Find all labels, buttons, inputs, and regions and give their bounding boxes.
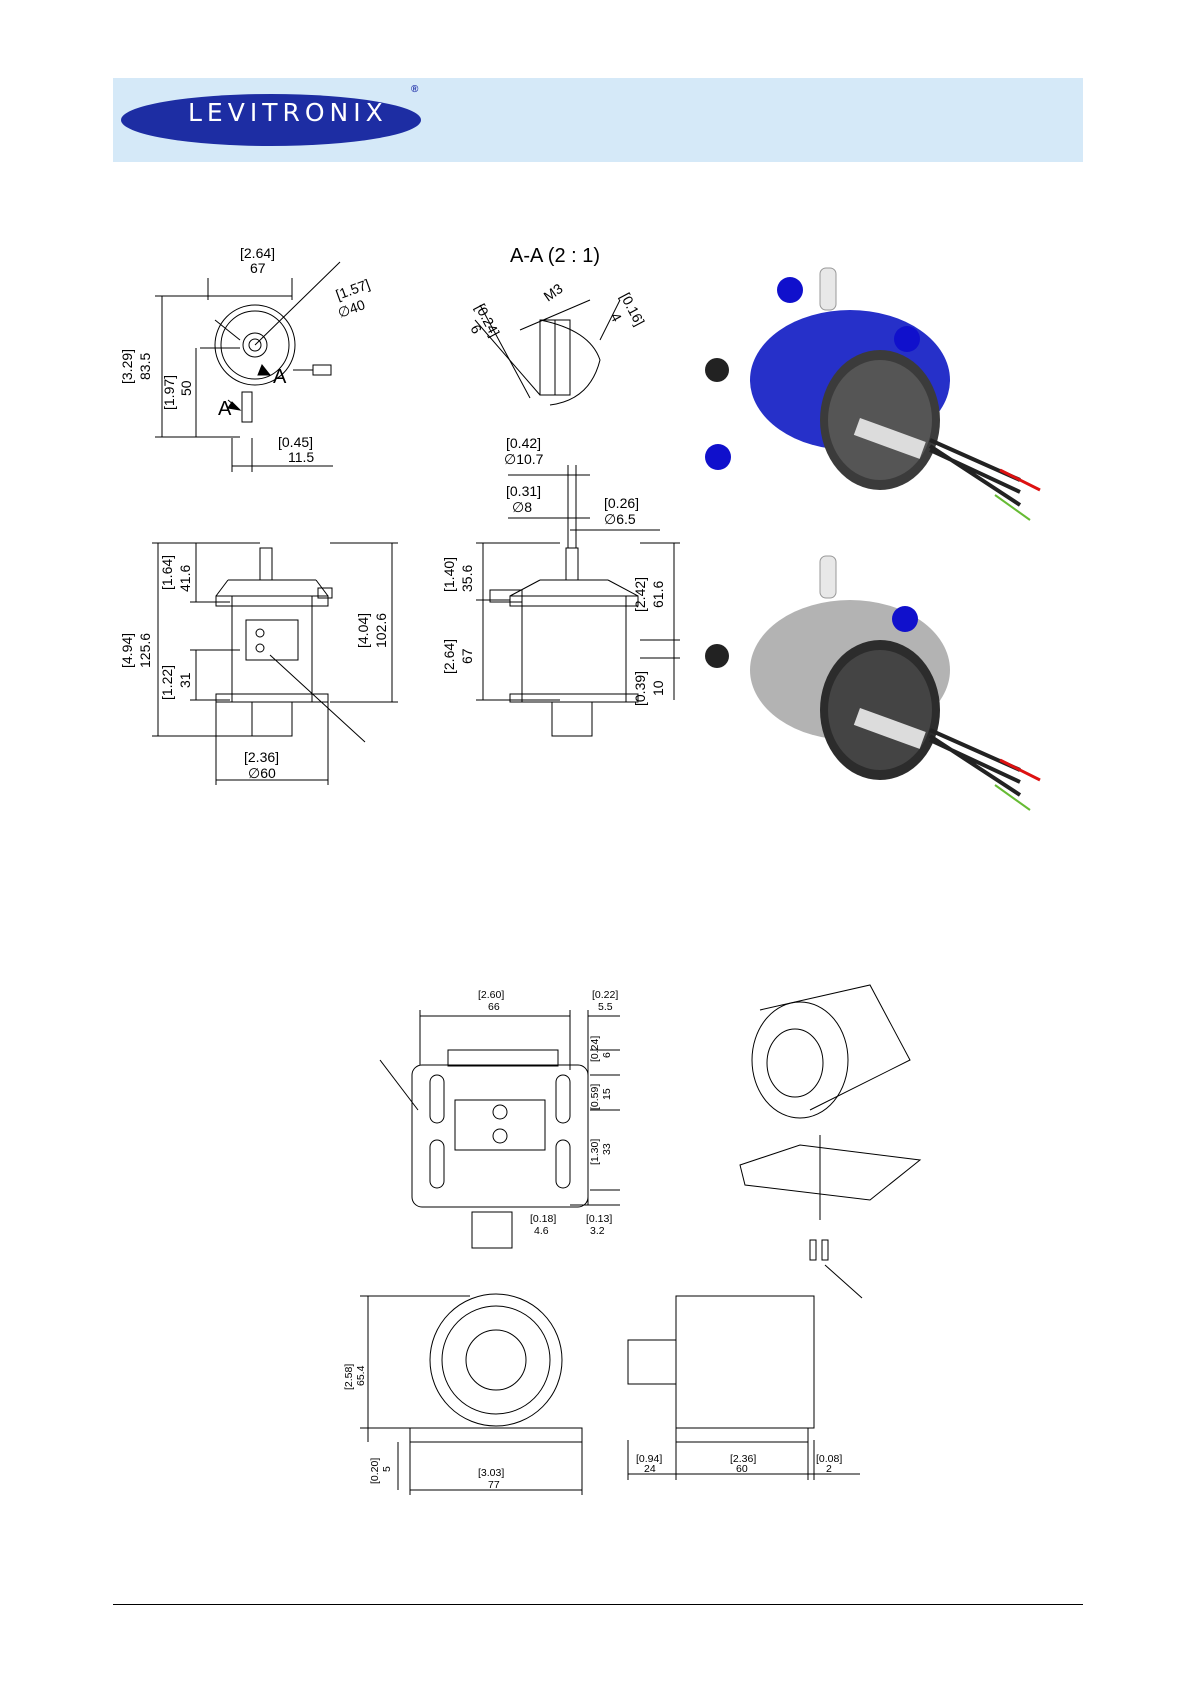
side-a-in: [0.94] <box>636 1453 662 1465</box>
section-title: A-A (2 : 1) <box>510 245 600 267</box>
header-banner: LEVITRONIX ® <box>113 78 1083 162</box>
front-view <box>152 542 398 785</box>
side-c-in: [0.08] <box>816 1453 842 1465</box>
side-b-mm: 60 <box>736 1463 748 1475</box>
bracket-b-in: [0.59] <box>589 1084 601 1110</box>
bracket-c-in: [1.30] <box>589 1139 601 1165</box>
section-view <box>474 299 621 406</box>
front-low-in: [1.22] <box>159 665 175 700</box>
bracket-a-mm: 6 <box>601 1052 613 1058</box>
pump-render-gray <box>705 555 1041 811</box>
bracket-w-mm: 66 <box>488 1001 500 1013</box>
side-c-mm: 2 <box>826 1463 832 1475</box>
front-top-in: [1.64] <box>159 555 175 590</box>
side-d1-in: [0.42] <box>506 435 541 451</box>
side-b-in: [2.36] <box>730 1453 756 1465</box>
side-d2-mm: ∅8 <box>512 499 532 515</box>
front-low-mm: 31 <box>177 672 193 688</box>
bracket-e-mm: 4.6 <box>534 1225 549 1237</box>
bracket-end-view <box>360 1293 583 1495</box>
brand-logo-text: LEVITRONIX <box>188 98 388 127</box>
side-low-mm: 67 <box>459 648 475 664</box>
dim-top-offset-mm: 11.5 <box>288 449 314 465</box>
front-top-mm: 41.6 <box>177 565 193 592</box>
end-h-in: [2.58] <box>343 1364 355 1390</box>
top-view <box>155 261 341 472</box>
side-low-in: [2.64] <box>441 639 457 674</box>
section-mark-a-right: A <box>273 366 287 388</box>
dim-top-width-in: [2.64] <box>240 245 275 261</box>
side-mid-in: [2.42] <box>632 577 648 612</box>
dim-top-width-mm: 67 <box>250 260 266 276</box>
side-d2-in: [0.31] <box>506 483 541 499</box>
bracket-side-view <box>627 1295 860 1480</box>
front-total-in: [4.94] <box>119 633 135 668</box>
dim-top-height-mm: 83.5 <box>137 353 153 380</box>
bracket-c-mm: 33 <box>601 1143 613 1155</box>
side-mid-mm: 61.6 <box>650 581 666 608</box>
section-left-mm: 6 <box>467 322 485 337</box>
front-diam-mm: ∅60 <box>248 765 276 781</box>
end-t-in: [0.20] <box>369 1458 381 1484</box>
side-base-mm: 10 <box>650 680 666 696</box>
section-right-mm: 4 <box>607 310 625 325</box>
section-mark-a-left: A <box>218 398 232 420</box>
end-w-mm: 77 <box>488 1479 500 1491</box>
section-thread: M3 <box>541 280 566 304</box>
bracket-f-mm: 3.2 <box>590 1225 605 1237</box>
pump-render-blue <box>705 267 1041 521</box>
dim-top-center-mm: 50 <box>178 380 194 396</box>
front-diam-in: [2.36] <box>244 749 279 765</box>
bracket-r-in: [0.22] <box>592 989 618 1001</box>
logo-ellipse <box>121 94 421 146</box>
end-h-mm: 65.4 <box>355 1365 367 1386</box>
bracket-f-in: [0.13] <box>586 1213 612 1225</box>
side-base-in: [0.39] <box>632 671 648 706</box>
front-body-in: [4.04] <box>355 613 371 648</box>
footer-rule <box>113 1604 1083 1605</box>
front-total-mm: 125.6 <box>137 633 153 668</box>
bracket-r-mm: 5.5 <box>598 1001 613 1013</box>
section-left-in: [0.24] <box>472 301 503 339</box>
dim-top-offset-in: [0.45] <box>278 434 313 450</box>
side-d1-mm: ∅10.7 <box>504 451 544 467</box>
side-top-mm: 35.6 <box>459 565 475 592</box>
front-body-mm: 102.6 <box>373 613 389 648</box>
end-w-in: [3.03] <box>478 1467 504 1479</box>
registered-mark: ® <box>411 84 419 95</box>
bracket-isometric-view <box>739 984 922 1299</box>
bracket-w-in: [2.60] <box>478 989 504 1001</box>
bracket-b-mm: 15 <box>601 1088 613 1100</box>
bracket-a-in: [0.24] <box>589 1036 601 1062</box>
bracket-front-view <box>379 1010 620 1249</box>
side-d3-in: [0.26] <box>604 495 639 511</box>
dim-top-height-in: [3.29] <box>119 349 135 384</box>
end-t-mm: 5 <box>381 1466 393 1472</box>
side-d3-mm: ∅6.5 <box>604 511 636 527</box>
side-a-mm: 24 <box>644 1463 656 1475</box>
dim-top-center-in: [1.97] <box>161 375 177 410</box>
side-view <box>476 465 680 737</box>
side-top-in: [1.40] <box>441 557 457 592</box>
bracket-e-in: [0.18] <box>530 1213 556 1225</box>
